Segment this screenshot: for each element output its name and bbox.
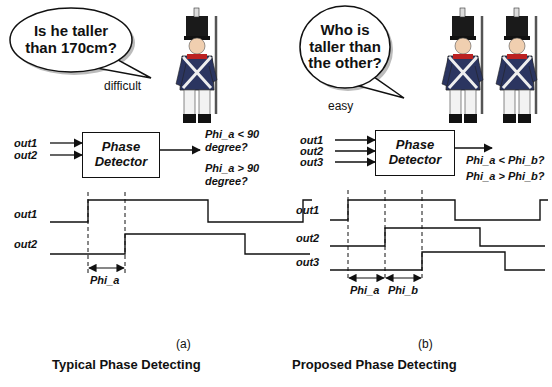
figure-label: (b) — [418, 338, 433, 352]
output-question: Phi_a < 90 degree? — [205, 128, 283, 153]
sub-caption: Typical Phase Detecting — [52, 358, 201, 373]
signal-name: out2 — [14, 238, 37, 251]
phase-label: Phi_b — [388, 284, 418, 297]
node-text: Phase Detector — [379, 138, 451, 167]
node-text: Is he taller than 170cm? — [23, 23, 119, 57]
phase-detector-box: Phase Detector — [82, 132, 160, 178]
node-text: Who is taller than the other? — [306, 22, 384, 72]
output-question: Phi_a < Phi_b? — [466, 154, 545, 167]
signal-name: out2 — [296, 232, 319, 245]
node-text: Phase Detector — [86, 140, 156, 169]
note: easy — [328, 100, 353, 114]
signal-name: out3 — [300, 156, 323, 169]
speech-bubble: Who is taller than the other? — [290, 2, 408, 100]
sub-caption: Proposed Phase Detecting — [292, 358, 457, 373]
note: difficult — [104, 80, 141, 94]
speech-bubble: Is he taller than 170cm? — [4, 4, 154, 84]
phase-label: Phi_a — [90, 274, 119, 287]
figure-label: (a) — [176, 338, 191, 352]
signal-name: out1 — [300, 134, 323, 147]
signal-name: out1 — [14, 137, 37, 150]
signal-name: out2 — [14, 149, 37, 162]
output-question: Phi_a > Phi_b? — [466, 170, 545, 183]
output-question: Phi_a > 90 degree? — [205, 162, 283, 187]
phase-detector-box: Phase Detector — [375, 130, 455, 176]
signal-name: out1 — [296, 204, 319, 217]
signal-name: out3 — [296, 256, 319, 269]
signal-name: out2 — [300, 145, 323, 158]
signal-name: out1 — [14, 208, 37, 221]
phase-label: Phi_a — [350, 284, 379, 297]
